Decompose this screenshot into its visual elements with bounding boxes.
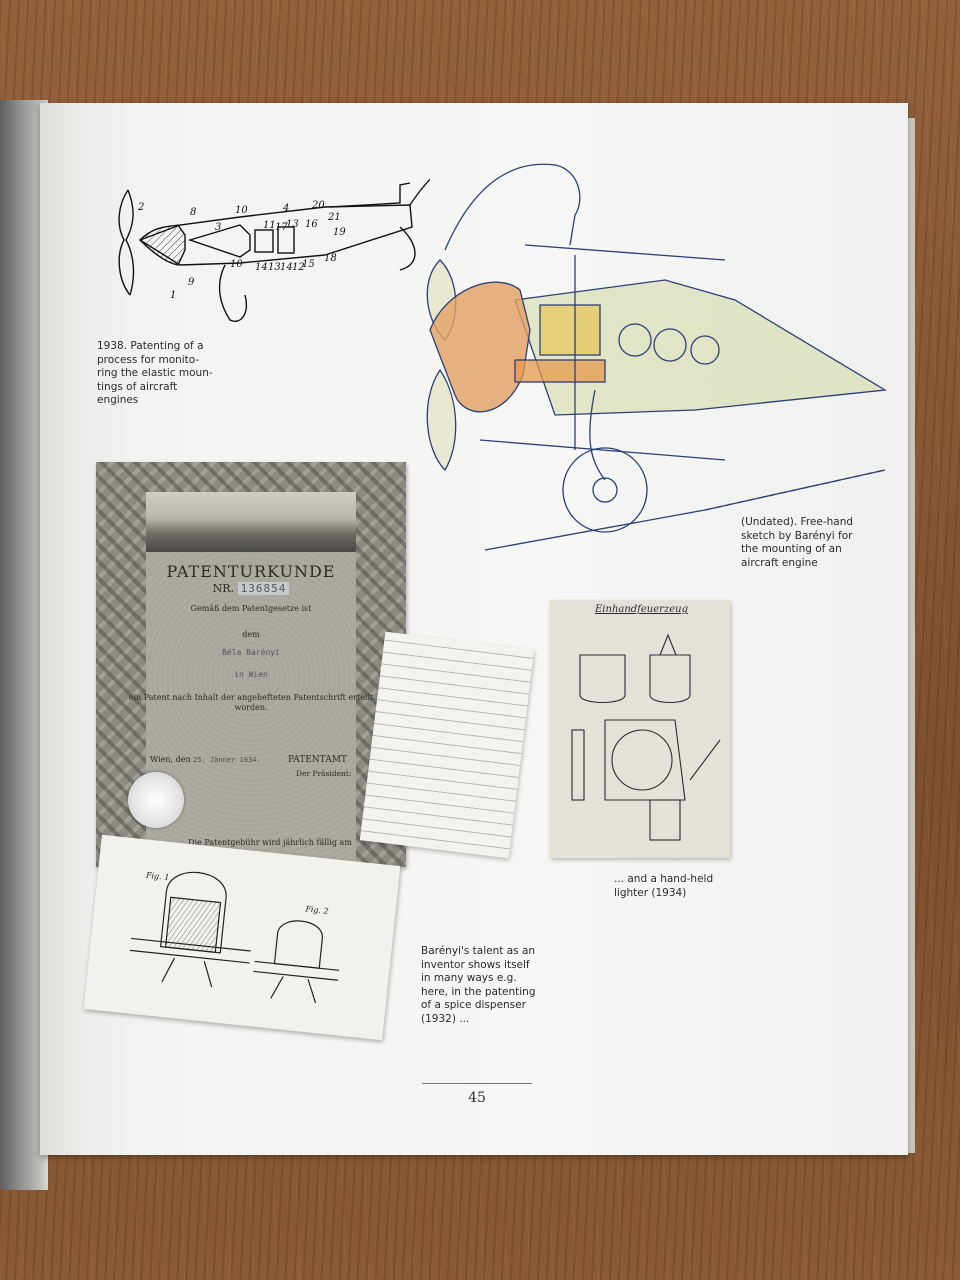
certificate-grant-line: ein Patent nach Inhalt der angehefteten … (128, 693, 374, 702)
part-number: 14 (280, 262, 293, 273)
part-number: 9 (188, 277, 195, 288)
fig-2-label: Fig. 2 (304, 904, 329, 916)
part-number: 2 (137, 202, 144, 213)
part-number: 13 (268, 262, 281, 273)
part-number: 3 (215, 222, 221, 233)
certificate-law-line: Gemäß dem Patentgesetze ist (190, 604, 312, 613)
part-number: 14 (255, 262, 268, 273)
lighter-drawing-photo (550, 600, 730, 858)
certificate-dem-line: dem (242, 630, 260, 639)
caption-freehand-sketch: (Undated). Free-hand sketch by Barényi f… (741, 516, 854, 569)
certificate-place-date: Wien, den 25. Jänner 1934. (150, 755, 261, 764)
part-number: 1 (170, 290, 176, 301)
certificate-holder-city: in Wien (234, 670, 268, 679)
president-label: Der Präsident: (296, 769, 352, 778)
fig-1-label: Fig. 1 (145, 871, 170, 883)
certificate-grant-line-2: worden. (234, 703, 268, 712)
caption-patent-1938: 1938. Patenting of a process for monito-… (97, 340, 213, 406)
certificate-title: PATENTURKUNDE (166, 562, 336, 581)
official-seal (128, 772, 184, 828)
patent-office: PATENTAMT (288, 755, 347, 765)
part-number: 4 (282, 203, 289, 214)
page-number: 45 (468, 1090, 486, 1106)
place-label: Wien, den (150, 755, 191, 764)
caption-lighter: ... and a hand-held lighter (1934) (614, 873, 714, 899)
part-number: 8 (190, 207, 196, 218)
patent-number-value: 136854 (237, 582, 290, 595)
certificate-number: NR. 136854 (96, 582, 406, 595)
part-number: 17 (275, 222, 288, 233)
spice-dispenser-patent-text (359, 631, 535, 859)
fee-due-line: Die Patentgebühr wird jährlich fällig am (188, 838, 352, 847)
spice-dispenser-drawing: Fig. 1 Fig. 2 (83, 834, 401, 1041)
part-number: 11 (263, 220, 276, 231)
lighter-figures (571, 633, 721, 841)
part-number: 20 (311, 200, 325, 211)
freehand-aircraft-sketch (426, 163, 888, 551)
aircraft-patent-drawing: 2 8 10 4 20 21 3 16 19 11 17 13 10 14 13… (118, 178, 430, 322)
part-number: 21 (327, 212, 341, 223)
spice-dispenser-figures: Fig. 1 Fig. 2 (129, 871, 340, 1004)
part-number: 10 (235, 205, 248, 216)
lighter-drawing-title: Einhandfeuerzeug (595, 604, 688, 615)
part-number: 16 (305, 219, 318, 230)
parliament-building-image (146, 492, 356, 552)
page-number-rule (422, 1083, 532, 1084)
part-number: 10 (230, 259, 243, 270)
part-number: 19 (333, 227, 346, 238)
part-number: 18 (324, 253, 337, 264)
number-prefix: NR. (212, 582, 235, 595)
issue-date: 25. Jänner 1934. (193, 756, 261, 764)
patent-certificate-photo (96, 462, 406, 867)
part-number: 12 (292, 262, 305, 273)
certificate-holder: Béla Barényi (222, 648, 280, 657)
part-number: 13 (286, 219, 299, 230)
part-number: 15 (302, 259, 315, 270)
caption-spice-dispenser: Barényi's talent as an inventor shows it… (421, 945, 536, 1025)
